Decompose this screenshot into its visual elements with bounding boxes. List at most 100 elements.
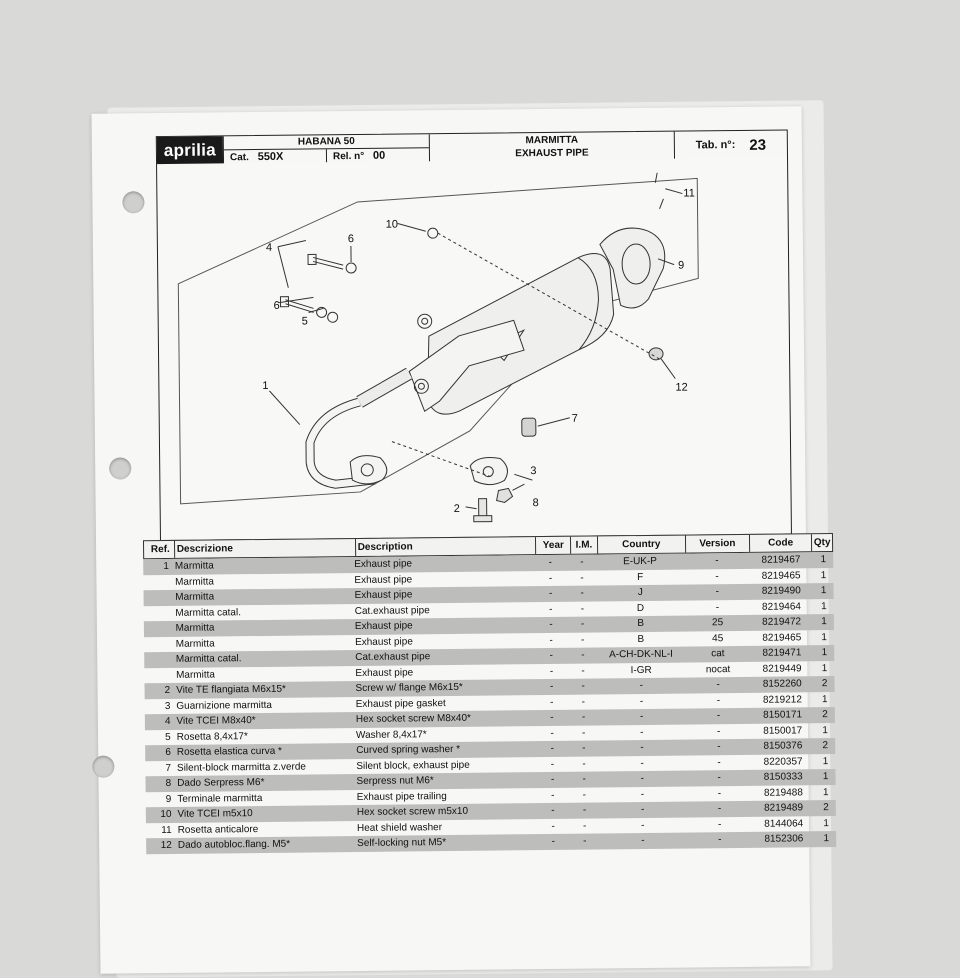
cell-year: - <box>550 696 554 708</box>
cell-qty: 2 <box>822 740 829 752</box>
cell-description: Exhaust pipe <box>355 666 414 679</box>
cell-descrizione: Marmitta <box>175 637 215 650</box>
cell-im: - <box>580 572 584 584</box>
cell-descrizione: Marmitta <box>175 622 215 634</box>
cell-code: 8150017 <box>763 724 803 737</box>
cell-description: Exhaust pipe gasket <box>355 697 446 710</box>
cell-version: nocat <box>705 663 731 675</box>
cell-qty: 2 <box>822 709 828 721</box>
cell-country: - <box>641 819 645 831</box>
col-descrizione: Descrizione <box>173 539 355 558</box>
cell-year: - <box>549 665 554 677</box>
cell-descrizione: Dado autobloc.flang. M5* <box>177 838 291 851</box>
callout-10: 11 <box>683 187 695 199</box>
cell-im: - <box>580 634 585 646</box>
cell-ref: 8 <box>165 777 172 790</box>
cell-code: 8219449 <box>762 662 802 675</box>
cell-ref: 10 <box>160 808 172 821</box>
cell-im: - <box>582 804 587 816</box>
cell-version: 45 <box>712 632 724 644</box>
cell-version: - <box>715 586 719 598</box>
cell-code: 8219465 <box>761 569 801 582</box>
cell-description: Serpress nut M6* <box>356 775 434 788</box>
cell-code: 8219471 <box>762 647 802 659</box>
tab-label: Tab. n°: <box>695 139 736 152</box>
cell-ref: 11 <box>161 824 172 836</box>
cell-description: Exhaust pipe trailing <box>356 790 447 803</box>
cell-qty: 1 <box>823 833 830 845</box>
parts-sheet: aprilia HABANA 50 Cat. 550X Rel. n° 00 M… <box>91 106 837 974</box>
callout-1: 1 <box>262 380 268 392</box>
binder-hole <box>92 755 115 778</box>
cell-descrizione: Marmitta catal. <box>175 653 242 665</box>
cell-description: Self-locking nut M5* <box>357 837 447 849</box>
tab-number: 23 <box>749 136 767 154</box>
cell-ref <box>143 574 173 590</box>
aprilia-logo: aprilia <box>156 136 224 166</box>
cell-description: Exhaust pipe <box>354 573 413 586</box>
cell-year: - <box>551 820 555 832</box>
cell-code: 8144064 <box>764 817 804 830</box>
cell-im: - <box>581 727 586 739</box>
cell-qty: 1 <box>821 693 828 705</box>
col-qty: Qty <box>811 534 833 552</box>
cell-country: - <box>640 772 645 785</box>
cell-ref <box>144 605 174 621</box>
callout-11: 10 <box>386 219 398 231</box>
cell-qty: 1 <box>820 585 827 597</box>
cell-version: - <box>715 570 719 582</box>
cell-description: Exhaust pipe <box>354 635 413 648</box>
cell-code: 8219490 <box>761 585 801 597</box>
rel-value: 00 <box>372 149 386 162</box>
cell-qty: 1 <box>823 817 829 829</box>
cell-qty: 1 <box>820 600 827 612</box>
exhaust-drawing: 10 6 4 6 5 1 2 3 7 8 9 11 12 <box>177 172 699 523</box>
cell-code: 8219212 <box>762 693 802 706</box>
cell-country: A-CH-DK-NL-I <box>608 648 673 661</box>
cell-code: 8152306 <box>764 833 804 845</box>
cell-version: cat <box>711 648 725 660</box>
cell-descrizione: Marmitta <box>175 575 215 588</box>
cell-descrizione: Vite TE flangiata M6x15* <box>176 683 286 696</box>
cell-code: 8219465 <box>762 631 802 644</box>
col-country: Country <box>596 535 685 554</box>
cell-country: B <box>637 633 645 645</box>
cell-im: - <box>580 556 584 568</box>
cell-description: Curved spring washer * <box>356 743 461 757</box>
model-box: HABANA 50 Cat. 550X Rel. n° 00 <box>222 134 430 165</box>
cell-country: E-UK-P <box>623 555 658 568</box>
cell-description: Exhaust pipe <box>354 558 413 571</box>
cell-country: - <box>640 726 644 738</box>
cell-country: - <box>639 679 644 692</box>
cell-descrizione: Dado Serpress M6* <box>177 776 265 789</box>
cell-ref: 5 <box>165 731 171 743</box>
cell-im: - <box>581 649 585 661</box>
cell-descrizione: Marmitta <box>175 668 215 681</box>
cell-descrizione: Rosetta 8,4x17* <box>176 730 248 743</box>
cell-version: - <box>715 601 720 613</box>
col-code: Code <box>748 534 812 552</box>
cell-im: - <box>583 835 587 847</box>
cell-year: - <box>550 711 554 723</box>
cell-descrizione: Vite TCEI M8x40* <box>176 715 256 727</box>
callout-6-lower: 6 <box>273 300 279 312</box>
cell-im: - <box>582 742 586 754</box>
cell-version: - <box>717 818 722 830</box>
cell-im: - <box>582 789 587 801</box>
exploded-diagram: 10 6 4 6 5 1 2 3 7 8 9 11 12 <box>156 157 792 542</box>
cell-qty: 1 <box>822 771 829 783</box>
cell-country: J <box>637 586 643 599</box>
cell-im: - <box>582 773 586 785</box>
cell-ref <box>144 636 174 652</box>
cell-im: - <box>581 711 586 723</box>
cell-code: 8219467 <box>761 554 801 566</box>
cell-code: 8150376 <box>763 740 803 752</box>
cell-country: I-GR <box>630 664 652 676</box>
cell-country: - <box>640 788 645 800</box>
cell-country: F <box>637 571 644 583</box>
cell-qty: 1 <box>820 569 827 581</box>
callout-8: 8 <box>533 497 539 509</box>
cell-country: B <box>637 617 645 630</box>
cell-version: - <box>717 803 722 815</box>
